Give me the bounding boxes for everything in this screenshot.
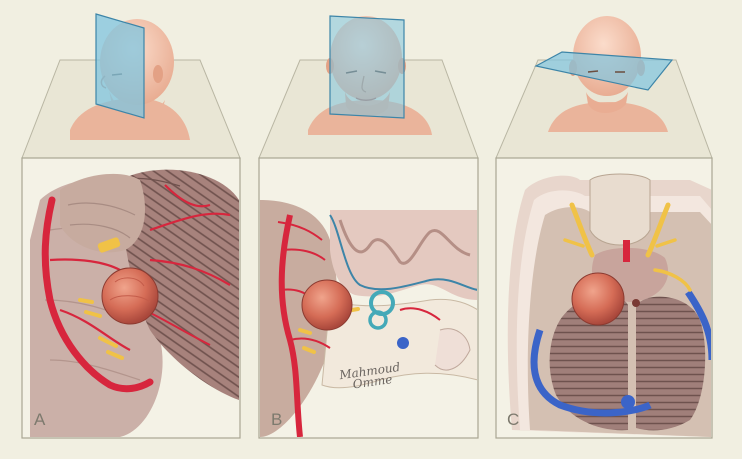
panel-label-b: B	[271, 410, 283, 429]
sagittal-plane	[95, 13, 145, 119]
panel-label-c: C	[507, 410, 520, 429]
panel-b-anatomy	[260, 200, 477, 437]
panel-label-a: A	[34, 410, 46, 429]
axial-plane	[534, 51, 674, 91]
panel-a-anatomy	[30, 169, 239, 437]
panel-c-anatomy	[507, 173, 711, 437]
coronal-plane	[329, 15, 405, 119]
